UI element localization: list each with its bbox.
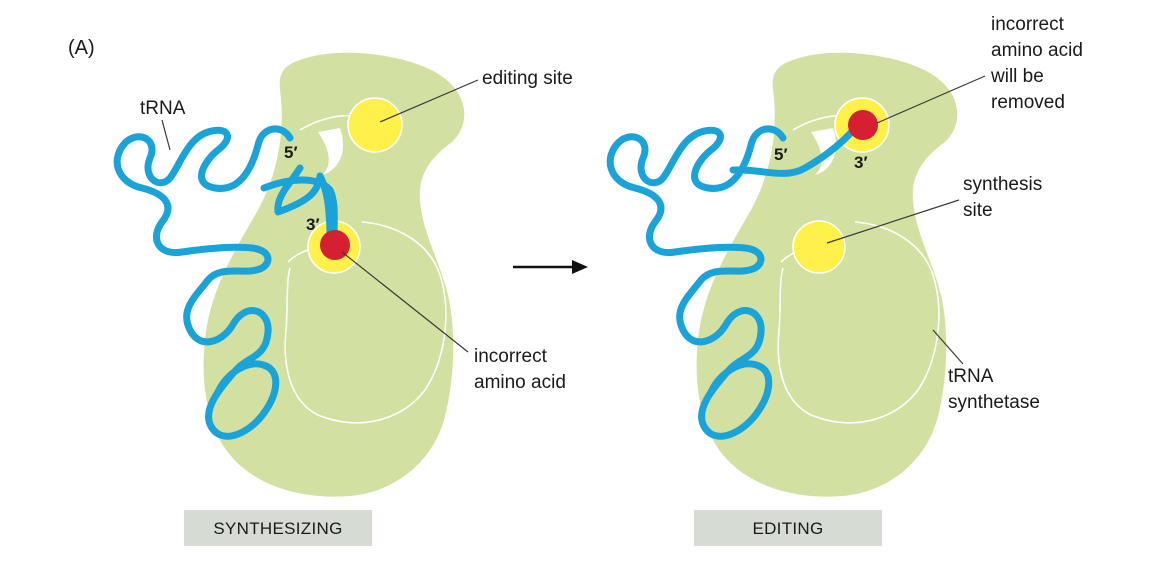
- trna-3prime-arm-right: [729, 124, 859, 177]
- synthesis-site-right: [792, 220, 846, 274]
- stage-box-editing: [694, 510, 882, 546]
- incorrect-amino-acid-right: [848, 110, 878, 140]
- stage-box-synthesizing: [184, 510, 372, 546]
- trna-acceptor-arm-left: [274, 164, 334, 244]
- trna-strand-right: [606, 125, 787, 440]
- editing-panel: 5′ 3′ incorrect amino acid will be remov…: [606, 14, 1088, 546]
- label-trna-synthetase: tRNA synthetase: [948, 366, 1040, 413]
- label-five-prime-right: 5′: [774, 145, 788, 164]
- stage-label-editing: EDITING: [752, 519, 823, 538]
- panel-label: (A): [68, 37, 95, 59]
- label-editing-site: editing site: [482, 68, 573, 89]
- label-five-prime-left: 5′: [284, 143, 298, 162]
- trna-3prime-arm-left: [260, 176, 338, 240]
- label-incorrect-amino-acid: incorrect amino acid: [474, 346, 566, 393]
- stage-label-synthesizing: SYNTHESIZING: [213, 519, 342, 538]
- label-three-prime-left: 3′: [306, 215, 320, 234]
- trna-strand-left: [113, 125, 294, 440]
- editing-site-left: [347, 97, 403, 153]
- label-trna: tRNA: [140, 98, 186, 119]
- label-amino-acid-will-be-removed: incorrect amino acid will be removed: [990, 14, 1088, 113]
- label-three-prime-right: 3′: [854, 153, 868, 172]
- label-synthesis-site: synthesis site: [963, 174, 1047, 221]
- transition-arrow: [513, 260, 588, 274]
- synthesizing-panel: tRNA 5′ 3′ editing site incorrect amino …: [113, 52, 573, 546]
